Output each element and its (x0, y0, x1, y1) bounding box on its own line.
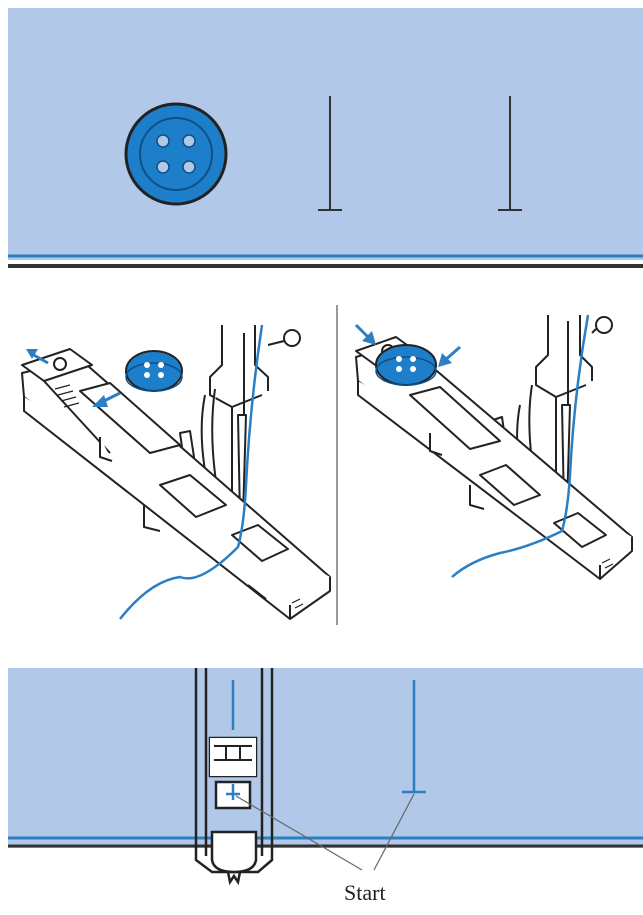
arrow-press-button-icon (438, 345, 461, 367)
thread-left (119, 324, 264, 620)
right-foot-stitch-marks (601, 558, 614, 569)
button-measurement-panel (0, 0, 643, 270)
thread-right (451, 314, 590, 578)
arrow-push-holder-icon (354, 323, 376, 345)
button-icon-right (375, 344, 437, 386)
buttonhole-mark-under-foot (226, 680, 240, 800)
foot-window-upper (210, 738, 256, 776)
left-foot-stitch-marks (54, 384, 304, 609)
arrow-insert-button-icon (92, 391, 121, 407)
fabric-swatch-bottom (8, 668, 643, 848)
fabric-swatch (8, 8, 643, 260)
start-label: Start (344, 880, 386, 905)
button-icon (124, 102, 228, 206)
arrow-pull-holder-icon (26, 349, 49, 365)
buttonhole-mark-left (318, 96, 342, 211)
start-position-panel: Start (0, 660, 643, 915)
buttonhole-mark-right (498, 96, 522, 211)
buttonhole-foot-left (21, 325, 331, 620)
button-icon-left (125, 350, 183, 392)
foot-window-detail (214, 745, 252, 761)
buttonhole-mark-reference (402, 680, 426, 794)
start-leader-lines (235, 793, 415, 871)
measurement-illustration (8, 8, 643, 268)
foot-illustration (21, 305, 633, 625)
foot-insertion-panel (0, 285, 643, 630)
start-illustration (8, 668, 643, 886)
